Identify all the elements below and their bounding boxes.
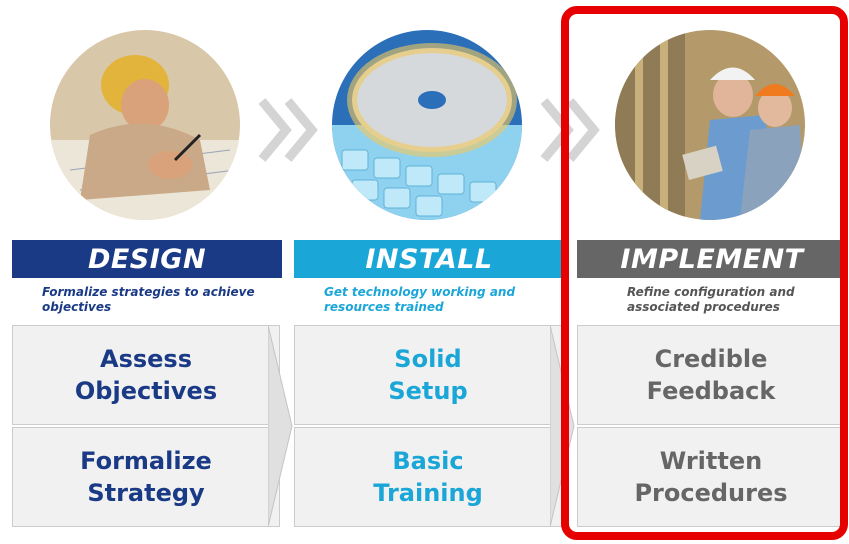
design-photo	[50, 30, 240, 220]
box-line: Procedures	[634, 479, 788, 507]
design-column: DESIGN Formalize strategies to achieve o…	[12, 0, 282, 544]
arrow-right-icon	[550, 325, 576, 527]
install-column: INSTALL Get technology working and resou…	[294, 0, 564, 544]
implement-subtitle: Refine configuration and associated proc…	[627, 285, 795, 314]
solid-setup-box: Solid Setup	[294, 325, 562, 425]
install-subtitle: Get technology working and resources tra…	[324, 285, 516, 314]
implement-column: IMPLEMENT Refine configuration and assoc…	[577, 0, 847, 544]
box-line: Assess	[100, 345, 192, 373]
box-line: Written	[659, 447, 763, 475]
box-line: Formalize	[80, 447, 212, 475]
install-photo	[332, 30, 522, 220]
box-line: Training	[373, 479, 483, 507]
implement-photo	[615, 30, 805, 220]
box-line: Objectives	[74, 377, 218, 405]
box-line: Setup	[388, 377, 468, 405]
arrow-right-icon	[268, 325, 294, 527]
box-line: Strategy	[87, 479, 205, 507]
formalize-strategy-box: Formalize Strategy	[12, 427, 280, 527]
basic-training-box: Basic Training	[294, 427, 562, 527]
written-procedures-box: Written Procedures	[577, 427, 845, 527]
assess-objectives-box: Assess Objectives	[12, 325, 280, 425]
design-banner: DESIGN	[12, 240, 282, 278]
install-banner: INSTALL	[294, 240, 564, 278]
box-line: Solid	[394, 345, 462, 373]
implement-banner: IMPLEMENT	[577, 240, 847, 278]
box-line: Credible	[654, 345, 768, 373]
design-subtitle: Formalize strategies to achieve objectiv…	[42, 285, 255, 314]
box-line: Feedback	[646, 377, 776, 405]
chevron-right-icon	[258, 95, 320, 165]
chevron-right-icon	[540, 95, 602, 165]
credible-feedback-box: Credible Feedback	[577, 325, 845, 425]
box-line: Basic	[392, 447, 464, 475]
